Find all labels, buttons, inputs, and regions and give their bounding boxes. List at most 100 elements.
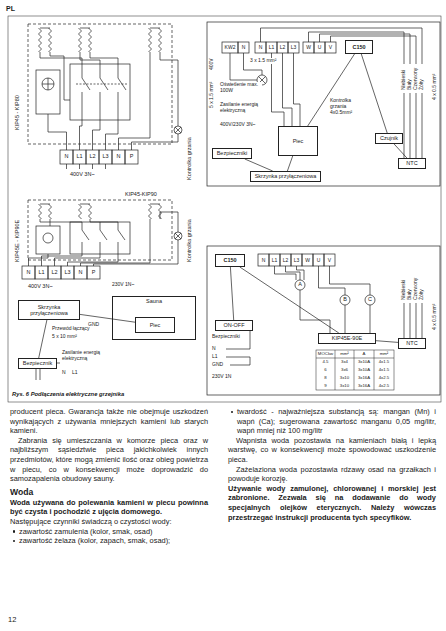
diagram-label: 400V/230V 3N~ [220,122,255,128]
node-text: Skrzynka przyłączeniowa [22,304,76,317]
cable-connector [240,267,339,333]
terminal-cell [48,266,61,279]
diagram-frame-part [207,22,440,186]
sauna-wiring-part [404,303,422,338]
diagram-label: Czerwony [413,68,419,90]
sauna-wiring-part [275,266,331,333]
terminal-label: L1 [266,42,277,53]
heater-coil [159,204,162,219]
table-cell: 9 [316,382,335,390]
table-cell: 3x16A [354,382,374,390]
node-text: Sauna [146,298,162,304]
table-cell: B [340,295,350,305]
table-cell: 4x1.5 [374,358,394,366]
terminal-cell [125,150,138,164]
table-cell: 4x2.5 [374,382,394,390]
heater-coil [49,28,52,52]
terminal-label: KW2 [222,42,238,53]
terminal-label: V [324,254,335,266]
heater-schematic-part [67,164,106,169]
terminal-label: N [255,42,266,53]
component-box: C150 [215,254,245,267]
heater-schematic-part [42,78,54,90]
terminal-cell [277,42,288,53]
cable-connector [361,54,387,133]
diagram-label: 5 x 10 mm² [52,334,77,340]
terminal-cell [35,266,48,279]
diagram-label: PL [6,5,15,13]
diagram-label: GND [88,322,99,328]
terminal-cell [60,150,73,164]
terminal-cell [314,42,325,53]
terminal-label: L3 [291,254,302,266]
terminal-cell [74,266,87,279]
terminal-cell [99,150,112,164]
table-cell: 4x2.5 [374,374,394,382]
table-cell: mm² [335,350,354,358]
diagram-label: L1 [72,370,78,376]
heater-schematic-part [175,127,181,133]
heater-schematic-part [40,28,160,100]
node-text: KIP45E-90E [332,335,362,341]
terminal-cell [269,254,280,266]
node-text: C150 [223,257,236,263]
component-box: Piec [135,317,175,333]
diagram-label: Przewód łączący [52,326,90,332]
cable-connector [230,267,233,320]
diagram-frame-part [207,246,440,395]
table-cell: 3x10A [354,366,374,374]
body-paragraph: Woda używana do polewania kamieni w piec… [10,498,208,517]
terminal-label: U [314,42,325,53]
heater-schematic-part [82,64,126,120]
terminal-cell [255,42,266,53]
heater-coil [149,28,152,52]
diagram-label: Kontrolka grzania [186,137,192,180]
table-cell: 8 [316,374,335,382]
sauna-wiring-part [404,93,422,158]
diagram-label: 400V [209,58,215,70]
body-paragraph: Zażelaziona woda pozostawia rdzawy osad … [228,465,436,484]
component-box: Skrzynka przyłączeniowa [18,300,80,320]
terminal-label: L2 [280,254,291,266]
terminal-cell [238,42,249,53]
sauna-wiring-part [261,28,423,64]
terminal-cell [258,254,269,266]
terminal-label: L3 [99,150,112,164]
section-heading: Woda [10,487,208,498]
table-cell: 3x10 [335,374,354,382]
diagram-label: Niebieski [401,280,407,300]
heater-schematic-part [70,64,130,120]
terminal-label: U [313,254,324,266]
terminal-cell [288,42,299,53]
sauna-wiring-part [340,295,350,305]
heater-schematic-part [29,212,179,266]
component-box: ON-OFF [215,320,253,331]
diagram-label: 5 x 1.5 mm² [209,82,215,108]
heater-coil [149,204,152,219]
body-paragraph: Wapnista woda pozostawia na kamieniach b… [228,436,436,465]
node-text: ON-OFF [223,322,244,328]
sauna-wiring-part [319,266,371,333]
heater-schematic-part [82,222,125,254]
diagram-label: 4 x 0.5 mm² [432,304,438,330]
bullet-dot [13,530,16,533]
body-paragraph: Używanie wody zamulonej, chlorowanej i m… [228,484,436,522]
terminal-label: L2 [48,266,61,279]
diagram-label: 400V 3N~ [70,171,95,177]
heater-schematic-part [40,204,160,226]
terminal-label: P [125,150,138,164]
bullet-text: zawartość żelaza (kolor, zapach, smak, o… [10,536,208,546]
table-cell: 3x6 [335,366,354,374]
body-paragraph: producent pieca. Gwarancja także nie obe… [10,407,208,436]
node-text: NTC [406,340,417,346]
terminal-cell [266,42,277,53]
terminal-label: W [302,254,313,266]
component-box: Czujnik [375,133,403,144]
terminal-cell [325,42,336,53]
table-cell: 6 [316,366,335,374]
terminal-cell [112,150,125,164]
region-box: SaunaPiec [112,296,196,340]
table-cell: MOCkw [316,350,335,358]
diagram-label: KIP45E - KIP90E [14,220,20,262]
cable-connector [287,156,292,171]
